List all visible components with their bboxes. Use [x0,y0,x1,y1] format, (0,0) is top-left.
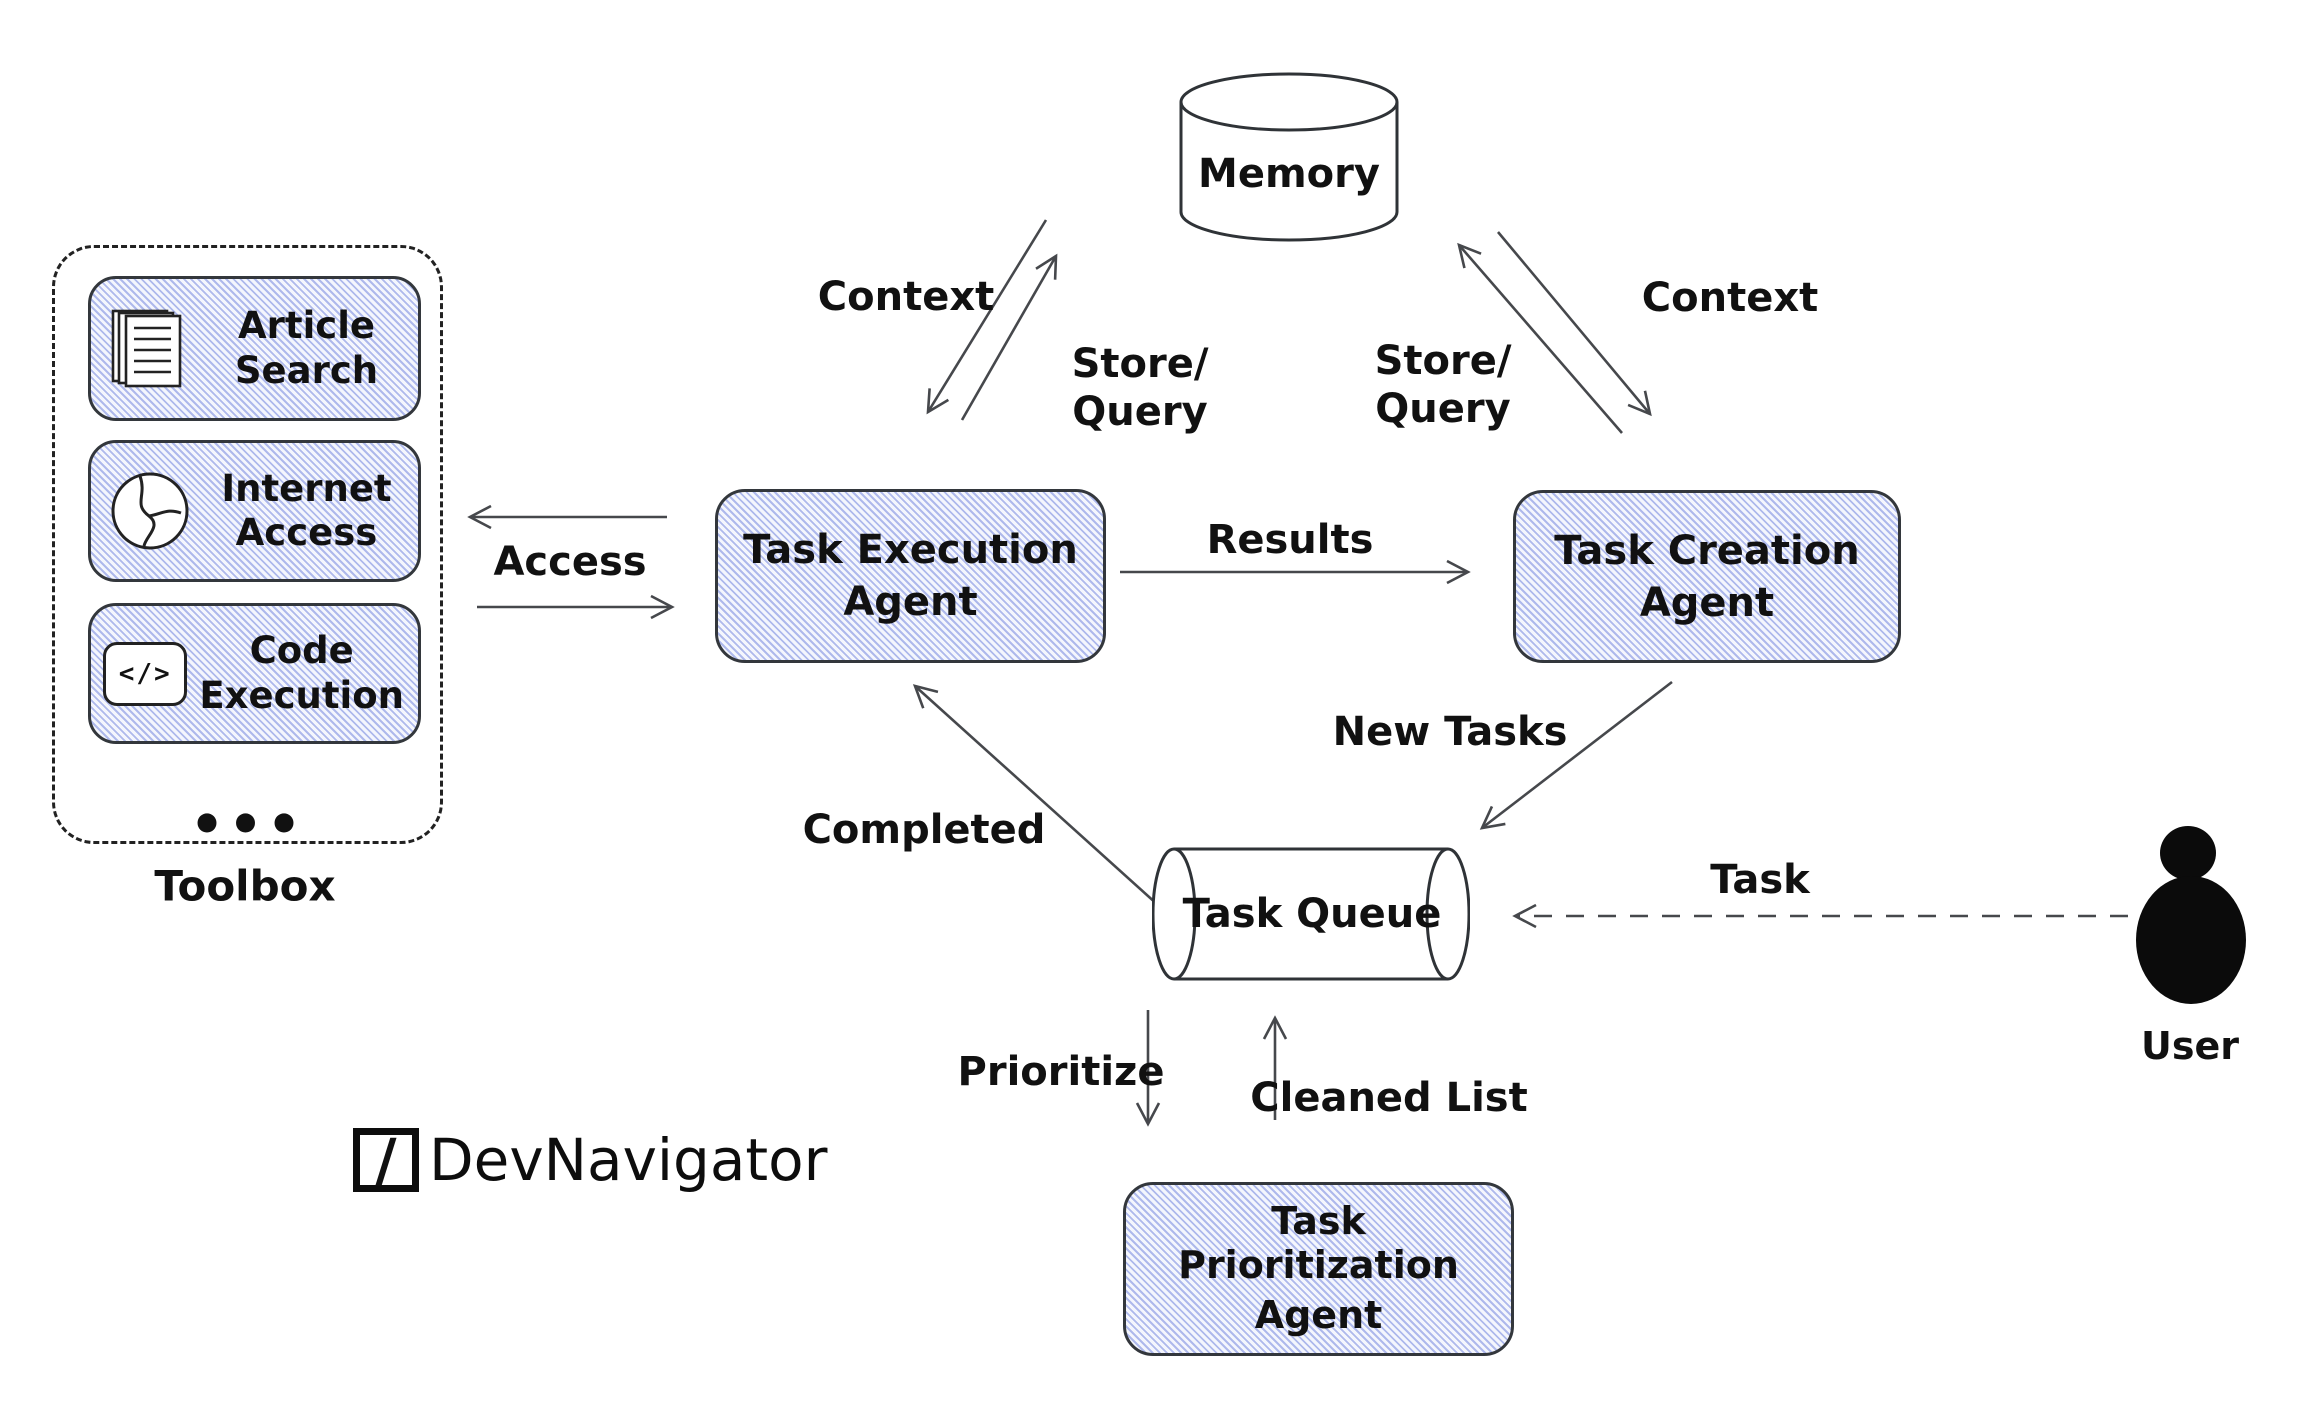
edge-label-completed: Completed [802,807,1046,853]
edge-label-new-tasks: New Tasks [1332,709,1568,755]
toolbox-title: Toolbox [154,861,336,911]
edge-label-context-right: Context [1641,275,1819,321]
devnavigator-logo: / DevNavigator [353,1126,827,1194]
documents-icon [91,303,209,395]
logo-text: DevNavigator [429,1126,828,1194]
memory-label: Memory [1198,151,1380,197]
edge-label-prioritize: Prioritize [957,1049,1165,1095]
user-label: User [2141,1024,2239,1068]
toolbox-container: Article Search Internet Access </> [52,245,443,856]
task-queue-label: Task Queue [1182,891,1442,937]
memory-cylinder-shape [1179,72,1399,242]
task-queue-node: Task Queue [1151,846,1471,982]
tool-article-search: Article Search [88,276,421,421]
arrow-completed [912,684,1159,906]
globe-icon [91,470,209,552]
edge-label-results: Results [1206,517,1374,563]
task-prioritization-agent-node: Task Prioritization Agent [1123,1182,1514,1356]
arrow-context-to-task-creation [1497,231,1652,417]
edge-label-store-query-right: Store/ Query [1374,338,1512,432]
tool-code-execution: </> Code Execution [88,603,421,744]
edge-label-task: Task [1710,857,1810,903]
task-queue-cylinder-shape [1151,847,1471,981]
edge-label-store-query-left: Store/ Query [1071,341,1209,435]
tool-internet-access: Internet Access [88,440,421,582]
logo-slash-icon: / [353,1128,419,1192]
edge-label-cleaned-list: Cleaned List [1250,1075,1528,1121]
code-icon: </> [91,641,199,706]
task-execution-agent-node: Task Execution Agent [715,489,1106,663]
tool-label-internet-access: Internet Access [221,466,392,554]
toolbox-ellipsis: ••• [189,793,306,856]
memory-node: Memory [1178,70,1400,246]
edge-label-access: Access [493,539,647,585]
tool-label-code-execution: Code Execution [199,629,404,717]
tool-label-article-search: Article Search [234,304,379,392]
task-creation-agent-node: Task Creation Agent [1513,490,1901,663]
edge-label-context-left: Context [817,274,995,320]
